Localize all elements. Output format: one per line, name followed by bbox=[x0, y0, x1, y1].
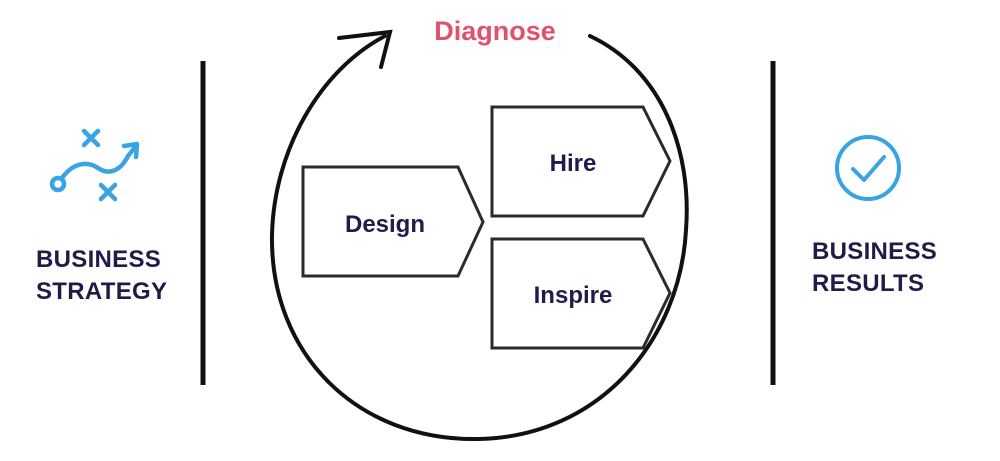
business-strategy-line2: STRATEGY bbox=[36, 278, 168, 305]
design-label: Design bbox=[345, 211, 425, 238]
strategy-play-icon bbox=[49, 128, 140, 202]
cycle-arc bbox=[269, 34, 689, 442]
cycle-arrowhead bbox=[337, 29, 393, 69]
business-results-line1: BUSINESS bbox=[812, 238, 938, 265]
check-circle-icon bbox=[835, 135, 901, 201]
business-results-label: BUSINESS RESULTS bbox=[812, 236, 937, 300]
inspire-shape bbox=[490, 237, 672, 350]
diagram-title: Diagnose bbox=[434, 16, 556, 46]
business-strategy-label: BUSINESS STRATEGY bbox=[36, 244, 167, 308]
step-inspire: Inspire bbox=[490, 237, 672, 350]
design-shape bbox=[301, 165, 485, 278]
business-strategy-line1: BUSINESS bbox=[36, 246, 162, 273]
step-design: Design bbox=[301, 165, 485, 278]
hire-shape bbox=[490, 105, 672, 218]
business-results-line2: RESULTS bbox=[812, 270, 925, 297]
inspire-label: Inspire bbox=[534, 282, 613, 309]
step-hire: Hire bbox=[490, 105, 672, 218]
hire-label: Hire bbox=[550, 150, 597, 177]
